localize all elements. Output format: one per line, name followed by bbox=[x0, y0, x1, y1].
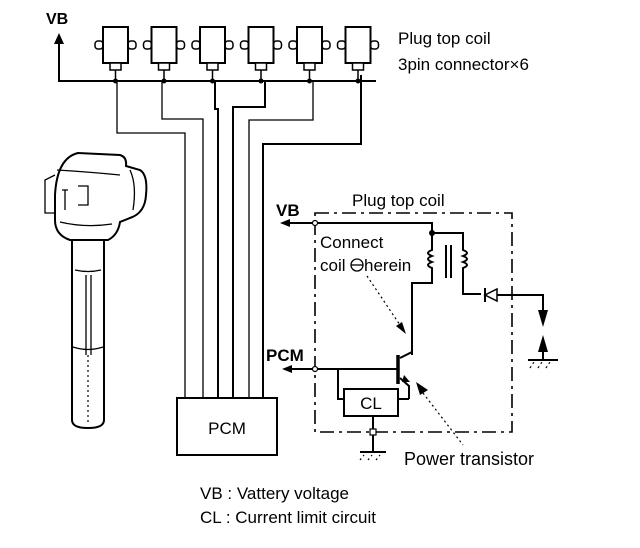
cl-box-label: CL bbox=[360, 394, 382, 413]
vb-arrow-icon bbox=[54, 33, 64, 44]
connect-label-line2-b: herein bbox=[364, 256, 411, 275]
plug-top-coil-illustration bbox=[44, 151, 148, 430]
spark-plug-lower-icon bbox=[538, 335, 548, 352]
vb-circuit-label: VB bbox=[276, 201, 300, 220]
vb-top-terminal: VB bbox=[46, 11, 376, 82]
coil-connector-5 bbox=[288, 26, 331, 84]
signal-wire-1 bbox=[116, 81, 186, 398]
spark-ground bbox=[528, 352, 558, 361]
pcm-box-label: PCM bbox=[208, 419, 246, 438]
coil-terminal-icon bbox=[62, 185, 89, 210]
spark-plug-upper-icon bbox=[538, 310, 548, 327]
pcm-circuit-label: PCM bbox=[266, 346, 304, 365]
power-transistor-icon bbox=[396, 350, 413, 399]
signal-wires bbox=[116, 75, 362, 398]
cl-box bbox=[343, 388, 399, 417]
connect-pointer-arrow-icon bbox=[396, 322, 406, 334]
coil-header-title: Plug top coil bbox=[398, 29, 491, 48]
vb-top-label: VB bbox=[46, 11, 68, 28]
coil-circuit: Plug top coil VB Connect coil herein bbox=[266, 191, 558, 469]
coil-connector-3 bbox=[191, 26, 234, 84]
coil-connector-4 bbox=[239, 26, 283, 84]
legend-cl: CL : Current limit circuit bbox=[200, 508, 376, 527]
signal-wire-5 bbox=[248, 81, 314, 398]
transformer-core bbox=[445, 245, 452, 278]
connect-label-line1: Connect bbox=[320, 233, 384, 252]
legend: VB : Vattery voltage CL : Current limit … bbox=[200, 484, 376, 527]
coil-connector-1 bbox=[94, 26, 137, 84]
plug-top-coil-box-label: Plug top coil bbox=[352, 191, 445, 210]
plug-top-coil-dashed-boundary bbox=[314, 212, 513, 433]
legend-vb: VB : Vattery voltage bbox=[200, 484, 349, 503]
secondary-coil bbox=[460, 245, 481, 295]
signal-wire-6 bbox=[262, 75, 362, 398]
power-transistor-label: Power transistor bbox=[404, 449, 534, 469]
coil-connector-6 bbox=[336, 26, 380, 84]
vb-bus-wire bbox=[58, 42, 376, 82]
signal-wire-4 bbox=[232, 81, 266, 398]
coil-header-subtitle: 3pin connector×6 bbox=[398, 55, 529, 74]
vb-circuit-wire bbox=[288, 222, 433, 233]
connect-label-line2-a: coil bbox=[320, 256, 346, 275]
power-transistor-pointer-arrow-icon bbox=[416, 382, 428, 395]
primary-coil bbox=[411, 233, 435, 355]
power-transistor-pointer-line bbox=[422, 392, 464, 446]
pcm-module: PCM bbox=[176, 397, 278, 456]
coil-connector-row bbox=[94, 26, 380, 84]
coil-connector-2 bbox=[142, 26, 186, 84]
diode-icon bbox=[483, 287, 498, 303]
signal-wire-2 bbox=[161, 81, 204, 398]
vb-circuit-arrow-icon bbox=[280, 219, 290, 227]
connect-pointer-line bbox=[366, 275, 401, 326]
signal-wire-3 bbox=[214, 81, 219, 398]
pcm-box bbox=[176, 397, 278, 456]
pcm-circuit-arrow-icon bbox=[282, 365, 292, 373]
